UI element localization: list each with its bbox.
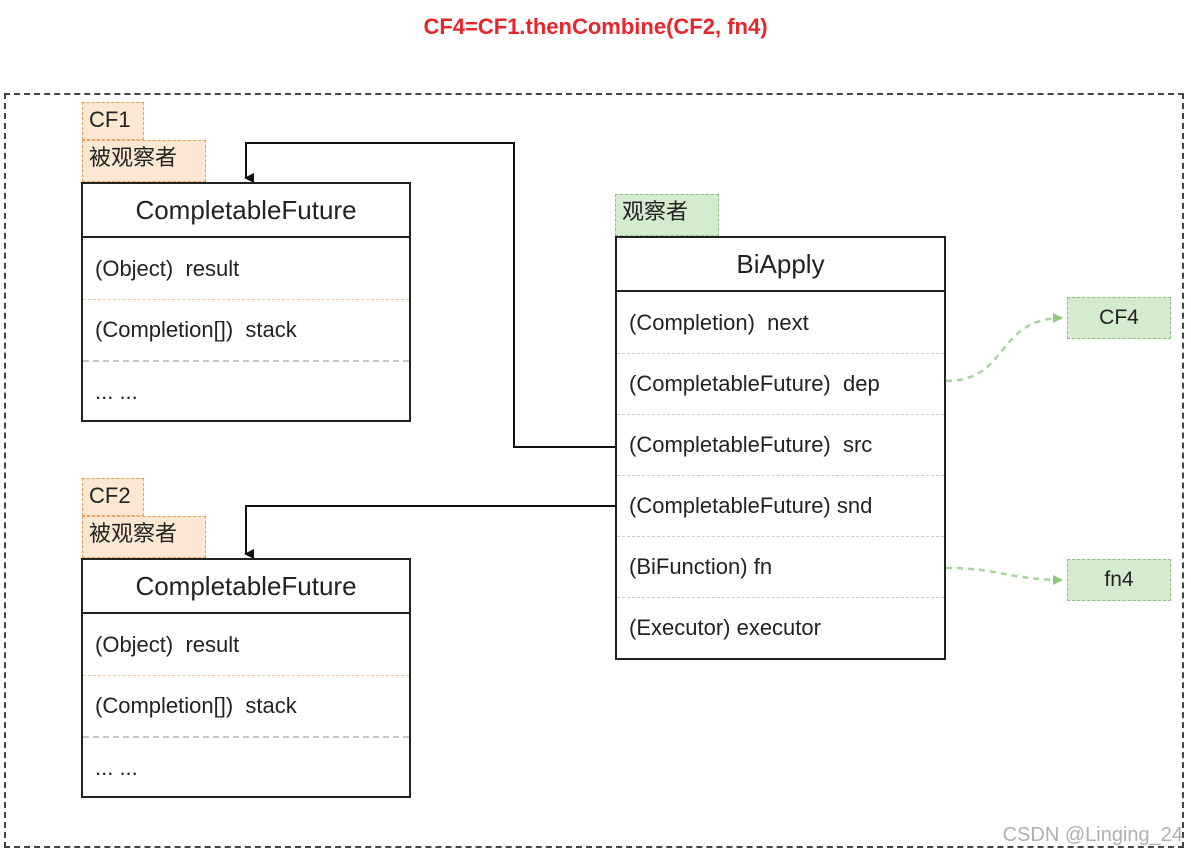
cf1-field-result: (Object) result [95,255,240,281]
cf2-class-box: CompletableFuture (Object) result (Compl… [81,558,411,798]
biapply-field-dep: (CompletableFuture) dep [617,353,944,414]
fn4-box: fn4 [1067,559,1171,601]
cf2-field-stack: (Completion[]) stack [83,675,409,736]
biapply-class-name: BiApply [617,238,944,292]
cf1-class-name: CompletableFuture [83,184,409,238]
biapply-field-executor: (Executor) executor [617,597,944,658]
biapply-field-src: (CompletableFuture) src [617,414,944,475]
watermark: CSDN @Linging_24 [1002,824,1183,846]
cf1-field-more: ... ... [83,360,409,421]
cf4-box: CF4 [1067,297,1171,339]
cf1-class-box: CompletableFuture (Object) result (Compl… [81,182,411,422]
biapply-field-fn: (BiFunction) fn [617,536,944,597]
dep-to-cf4-arrow [945,313,1064,383]
diagram-title: CF4=CF1.thenCombine(CF2, fn4) [423,14,768,39]
cf1-field-stack: (Completion[]) stack [83,299,409,360]
snd-to-cf2-arrow [244,505,615,559]
cf2-tag: CF2 [82,478,144,516]
biapply-field-next: (Completion) next [629,309,809,335]
cf1-role-tag: 被观察者 [82,140,206,182]
biapply-class-box: BiApply (Completion) next (CompletableFu… [615,236,946,660]
src-to-cf1-arrow [244,142,615,448]
outer-dashed-frame [4,93,1184,848]
biapply-role-tag: 观察者 [615,194,719,236]
fn-to-fn4-arrow [945,566,1064,585]
biapply-field-snd: (CompletableFuture) snd [617,475,944,536]
cf2-role-tag: 被观察者 [82,516,206,558]
cf2-class-name: CompletableFuture [83,560,409,614]
cf2-field-result: (Object) result [95,631,240,657]
cf1-tag: CF1 [82,102,144,140]
cf2-field-more: ... ... [83,736,409,797]
